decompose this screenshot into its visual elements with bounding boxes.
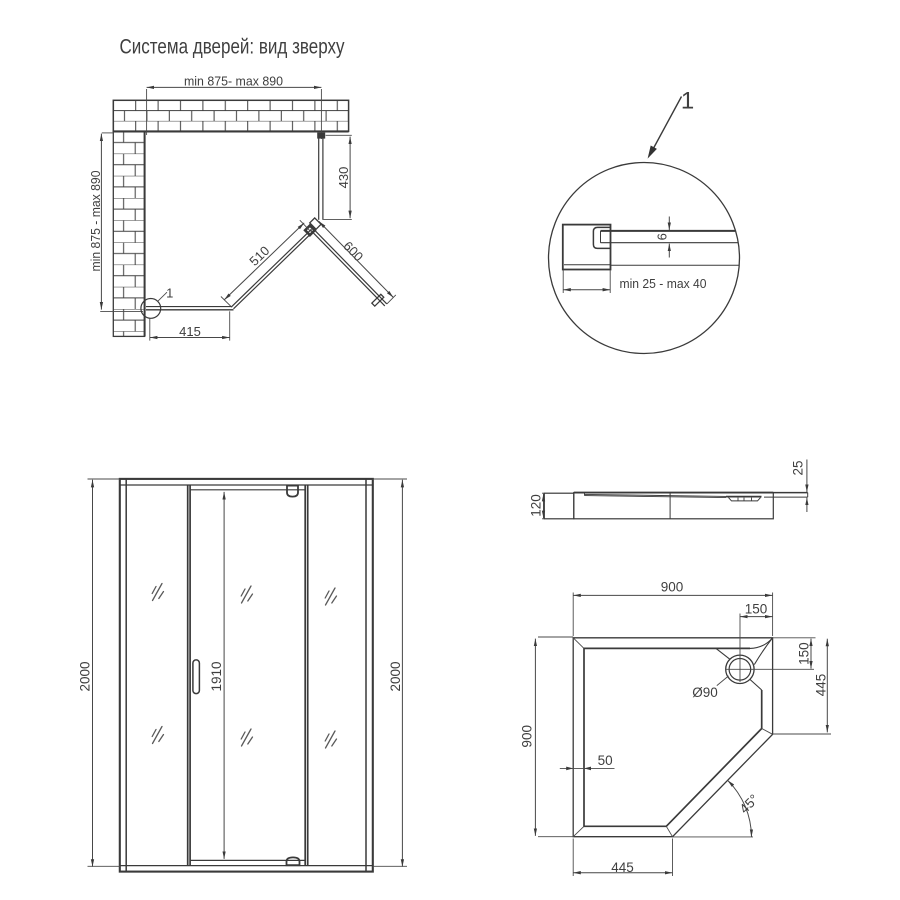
- svg-text:min 875 - max 890: min 875 - max 890: [88, 171, 103, 272]
- svg-text:900: 900: [520, 725, 535, 748]
- svg-text:430: 430: [336, 167, 351, 189]
- svg-text:415: 415: [179, 324, 201, 339]
- svg-text:50: 50: [598, 753, 613, 768]
- svg-text:1: 1: [166, 285, 173, 300]
- svg-text:6: 6: [655, 233, 670, 240]
- svg-text:150: 150: [745, 601, 768, 616]
- svg-text:900: 900: [661, 580, 684, 595]
- svg-text:1910: 1910: [209, 661, 224, 691]
- svg-text:min 875- max 890: min 875- max 890: [184, 74, 283, 89]
- svg-text:120: 120: [529, 494, 544, 517]
- svg-text:1: 1: [681, 87, 694, 114]
- svg-text:Система дверей: вид зверху: Система дверей: вид зверху: [120, 35, 345, 59]
- svg-text:Ø90: Ø90: [692, 685, 718, 700]
- svg-text:445: 445: [814, 674, 829, 697]
- svg-text:25: 25: [791, 460, 806, 475]
- svg-text:150: 150: [796, 642, 811, 665]
- svg-text:min 25 - max 40: min 25 - max 40: [620, 276, 707, 291]
- svg-text:2000: 2000: [78, 661, 93, 691]
- svg-text:2000: 2000: [388, 661, 403, 691]
- svg-text:445: 445: [611, 860, 634, 875]
